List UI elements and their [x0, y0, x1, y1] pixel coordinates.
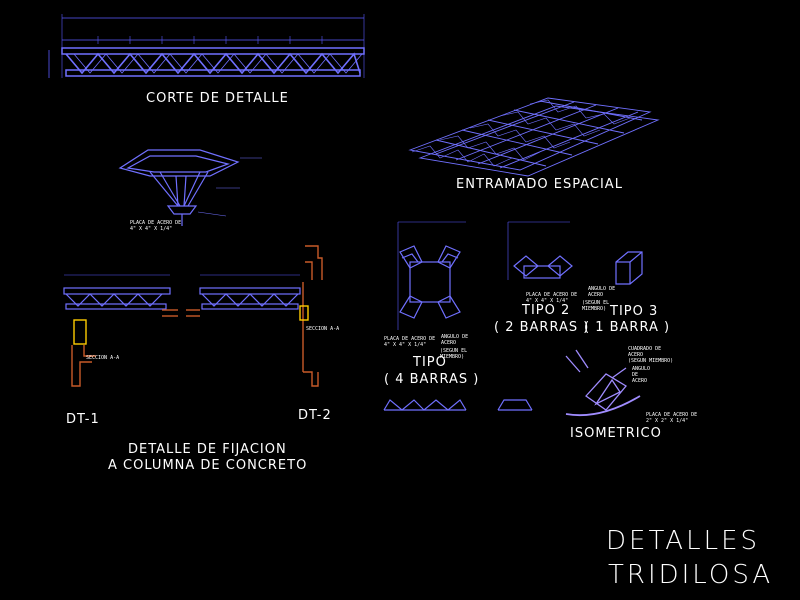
node-detail: [118, 149, 262, 226]
fijacion-label-line1: DETALLE DE FIJACION: [128, 442, 287, 457]
entramado-space-frame: [408, 97, 660, 177]
isometric-detail: [565, 349, 641, 417]
dt2-column: [186, 245, 323, 387]
isometrico-label: ISOMETRICO: [570, 426, 662, 441]
profiles-row: [383, 399, 533, 411]
tipo3-sub-label: ( 1 BARRA ): [584, 320, 671, 335]
corte-detalle-label: CORTE DE DETALLE: [146, 91, 289, 106]
entramado-espacial-label: ENTRAMADO ESPACIAL: [456, 177, 623, 192]
tipo2-sub-label: ( 2 BARRAS ): [494, 320, 590, 335]
dt1-column: [71, 309, 178, 387]
dt1-section-note: SECCION A-A: [86, 355, 120, 361]
tipo1-sub-label: ( 4 BARRAS ): [384, 372, 480, 387]
tipo2-node: [507, 221, 573, 280]
dt2-label: DT-2: [298, 408, 332, 423]
title-tridilosa: TRIDILOSA: [608, 560, 774, 590]
dt1-truss: [63, 274, 171, 310]
tipo3-node: [615, 251, 643, 285]
dt2-section-note: SECCION A-A: [306, 326, 340, 332]
corte-dimension-ticks: [97, 36, 323, 44]
corte-detalle-truss: [48, 14, 365, 78]
tipo3-label: TIPO 3: [610, 304, 659, 319]
tipo2-label: TIPO 2: [522, 303, 571, 318]
tipo1-label: TIPO: [413, 355, 447, 370]
title-detalles: DETALLES: [606, 526, 760, 556]
dt1-label: DT-1: [66, 412, 100, 427]
fijacion-label-line2: A COLUMNA DE CONCRETO: [108, 458, 308, 473]
tipo1-node: [397, 221, 466, 330]
dt2-truss: [199, 274, 301, 310]
